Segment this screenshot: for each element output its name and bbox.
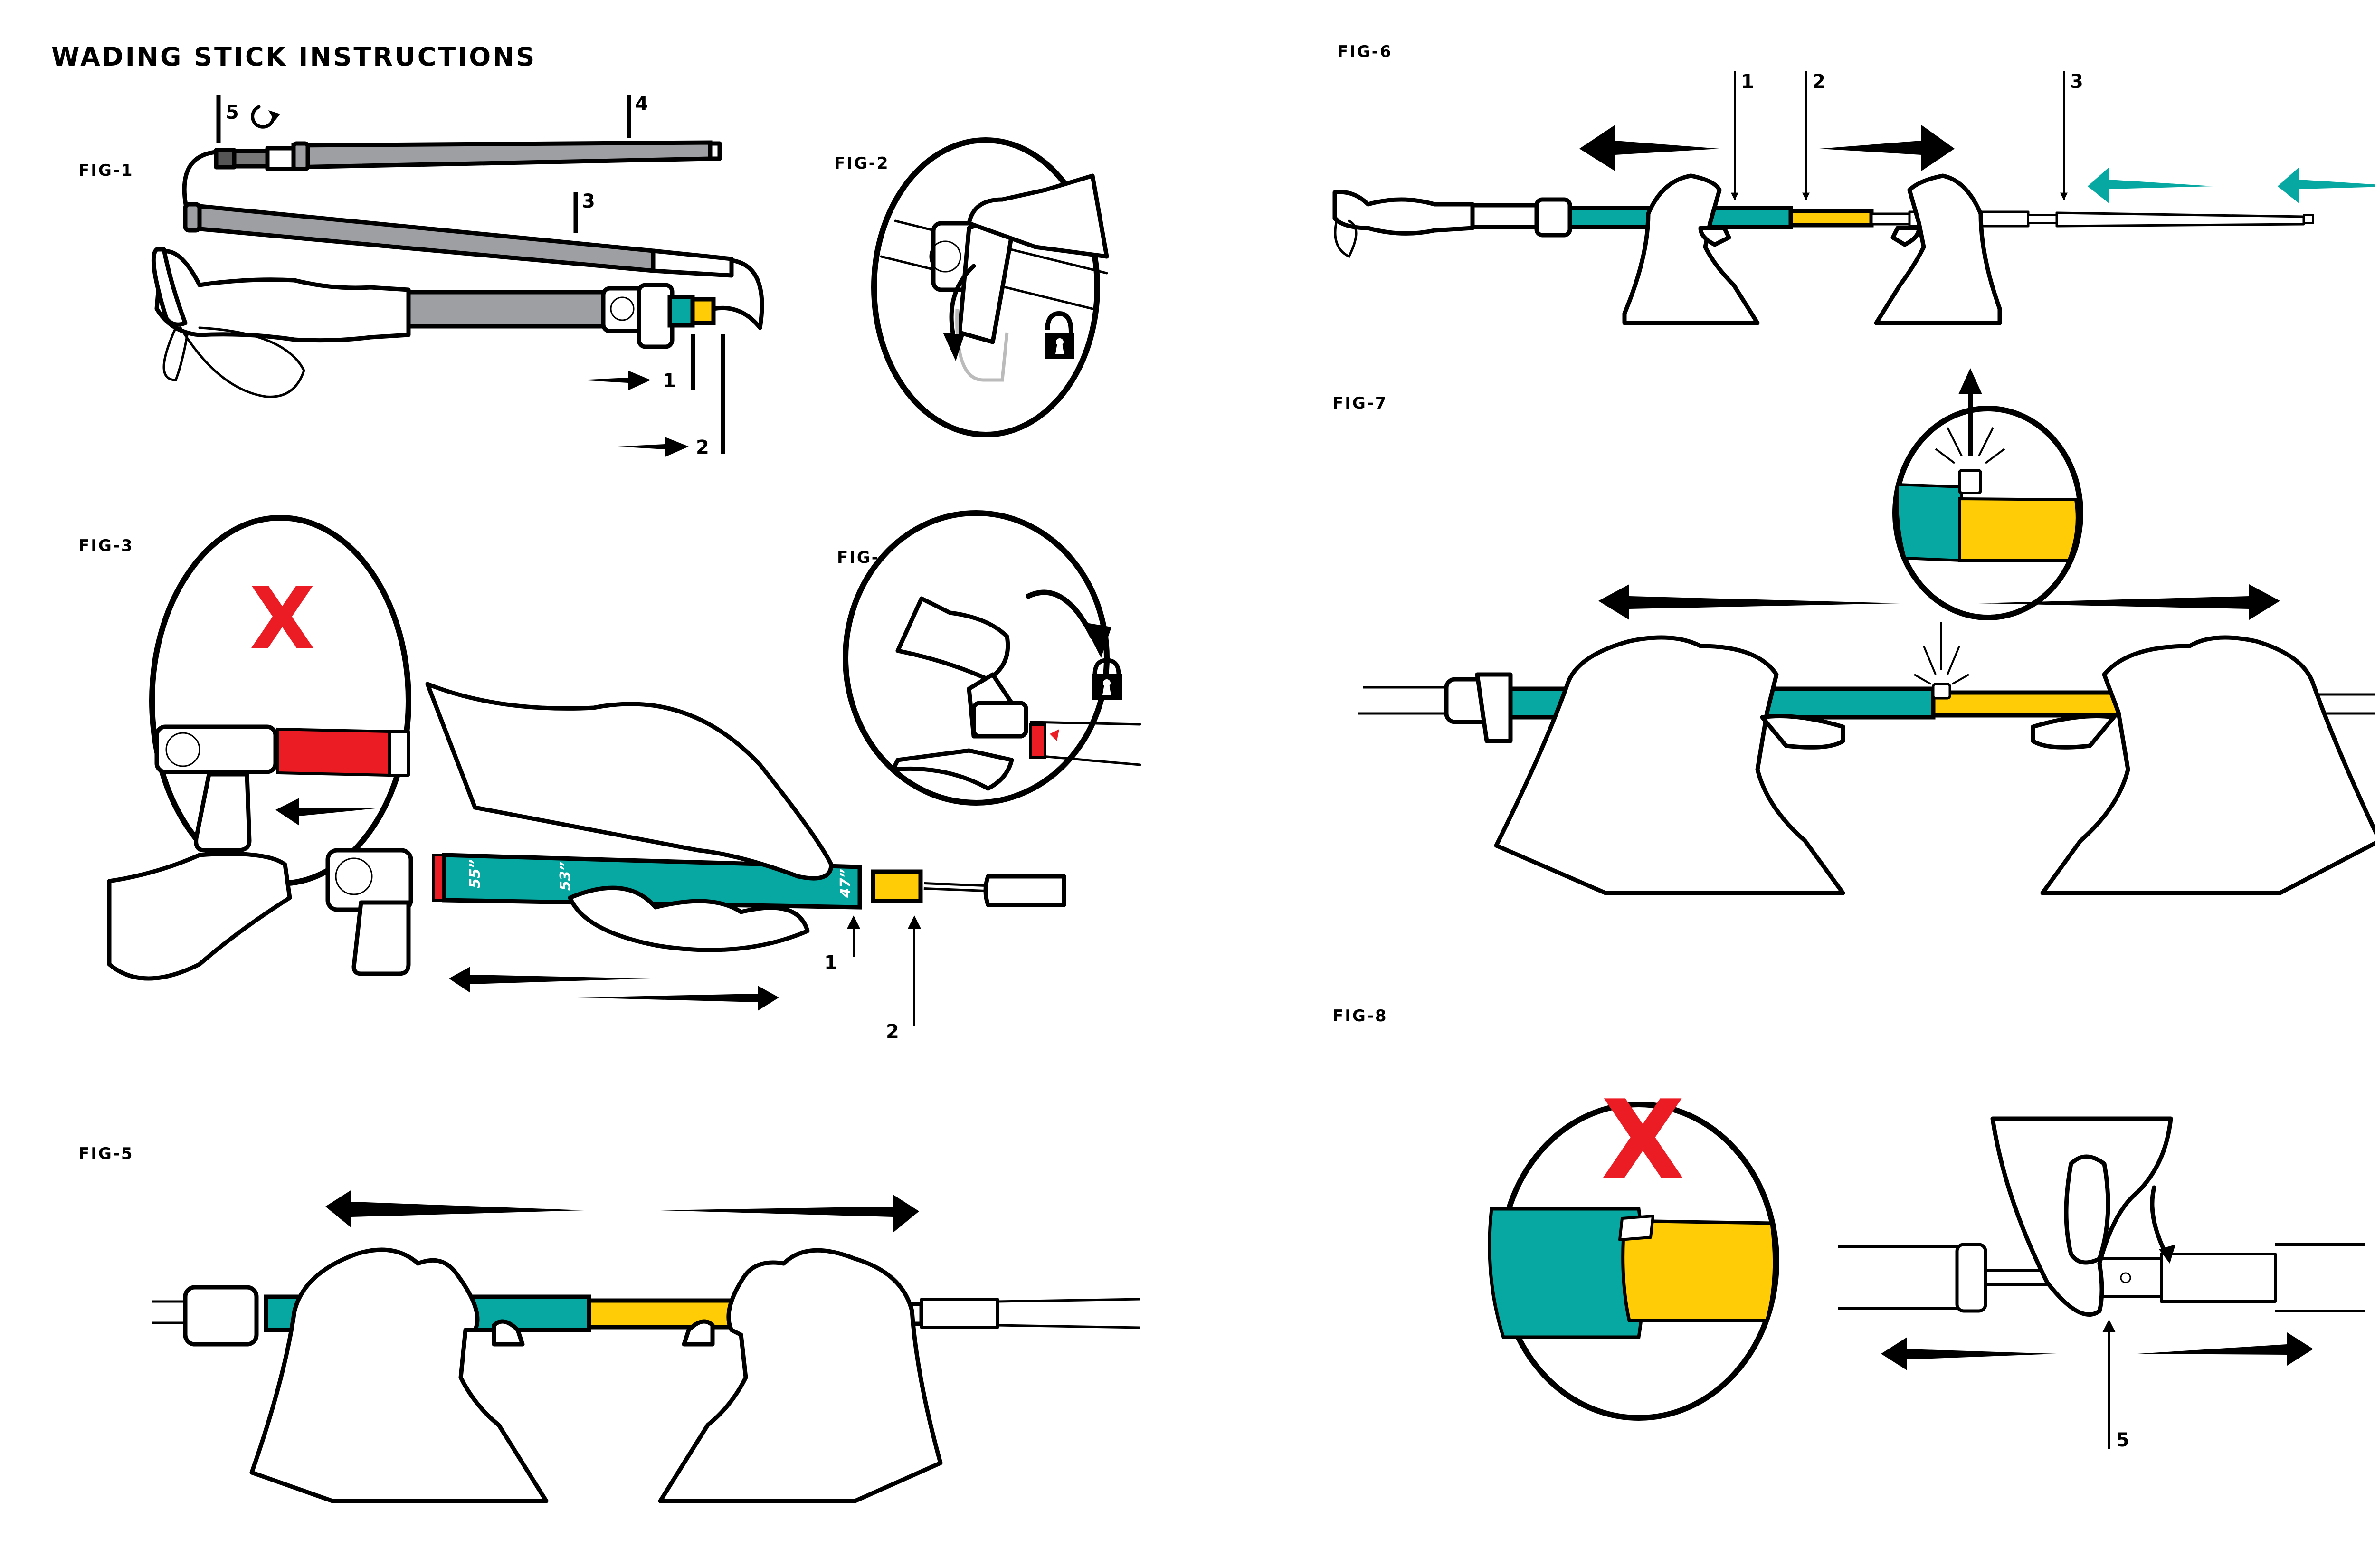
figure-label: FIG-5 [78, 1144, 134, 1163]
pull-apart-arrows-icon [1819, 125, 1955, 171]
pole-section-3 [183, 202, 764, 330]
figure-label: FIG-1 [78, 161, 134, 180]
measurement-55: 55” [467, 859, 484, 888]
pull-apart-arrows-icon [1978, 584, 2280, 620]
lock-icon [1092, 658, 1122, 700]
pull-apart-arrows-icon [2138, 1332, 2313, 1366]
teal-left-arrow-icon [2088, 167, 2214, 203]
callout-3: 3 [2070, 71, 2083, 93]
figure-1: FIG-1 [78, 93, 764, 458]
flick-lock [601, 283, 762, 349]
right-arrow-icon [580, 371, 651, 390]
figure-label: FIG-6 [1337, 42, 1393, 61]
double-arrow-icon [449, 967, 651, 993]
figure-label: FIG-3 [78, 536, 134, 555]
pole-section-4 [182, 140, 722, 226]
up-arrow-icon [1958, 368, 1982, 456]
figure-2: FIG-2 [834, 137, 1109, 437]
callout-1: 1 [663, 370, 676, 392]
curved-down-arrow-icon [943, 333, 964, 361]
sheet-title: WADING STICK INSTRUCTIONS [51, 42, 536, 72]
twist-arrow-icon [2159, 1245, 2176, 1264]
pull-apart-arrows-icon [1598, 584, 1900, 620]
figure-5: FIG-5 [78, 1144, 1140, 1503]
pull-apart-arrows-icon [1881, 1337, 2057, 1370]
figure-label: FIG-8 [1332, 1007, 1388, 1026]
figure-3: FIG-3 X 55” 53” 47” 1 2 [78, 515, 1066, 1043]
pull-apart-arrows-icon [1579, 125, 1720, 171]
rotate-arrow-icon [251, 105, 276, 129]
callout-2: 2 [696, 437, 709, 458]
figure-7: FIG-7 [1332, 368, 2375, 895]
callout-1: 1 [824, 952, 837, 974]
click-burst-icon [1914, 622, 1969, 685]
callout-5: 5 [226, 102, 239, 124]
curved-down-arrow-icon [1083, 622, 1112, 658]
figure-8: FIG-8 X 5 [1332, 1007, 2366, 1451]
figure-label: FIG-2 [834, 154, 890, 173]
left-arrow-icon [276, 798, 375, 826]
pull-apart-arrows-icon [325, 1190, 584, 1228]
measurement-53: 53” [557, 862, 574, 891]
pull-apart-arrows-icon [660, 1195, 919, 1233]
double-arrow-icon [577, 986, 779, 1011]
measurement-47: 47” [837, 869, 854, 898]
click-burst-icon [1935, 427, 2005, 464]
figure-6: FIG-6 1 2 3 4 [1332, 42, 2375, 325]
callout-4: 4 [635, 93, 648, 115]
unlock-icon [1045, 311, 1074, 359]
wrong-mark: X [1601, 1077, 1685, 1204]
lower-shaft [406, 290, 615, 329]
figure-label: FIG-7 [1332, 394, 1388, 413]
figure-4: FIG-4 [837, 510, 1141, 806]
flick-lock [1534, 197, 1572, 238]
callout-1: 1 [1741, 71, 1754, 93]
lock-nut [214, 148, 237, 170]
teal-left-arrow-icon [2278, 167, 2375, 203]
callout-5: 5 [2116, 1429, 2129, 1451]
callout-3: 3 [582, 190, 595, 212]
callout-2: 2 [1812, 71, 1825, 93]
wrong-mark: X [249, 570, 315, 669]
right-arrow-icon [618, 437, 689, 457]
handle-grip [151, 247, 615, 398]
callout-2: 2 [886, 1021, 899, 1043]
